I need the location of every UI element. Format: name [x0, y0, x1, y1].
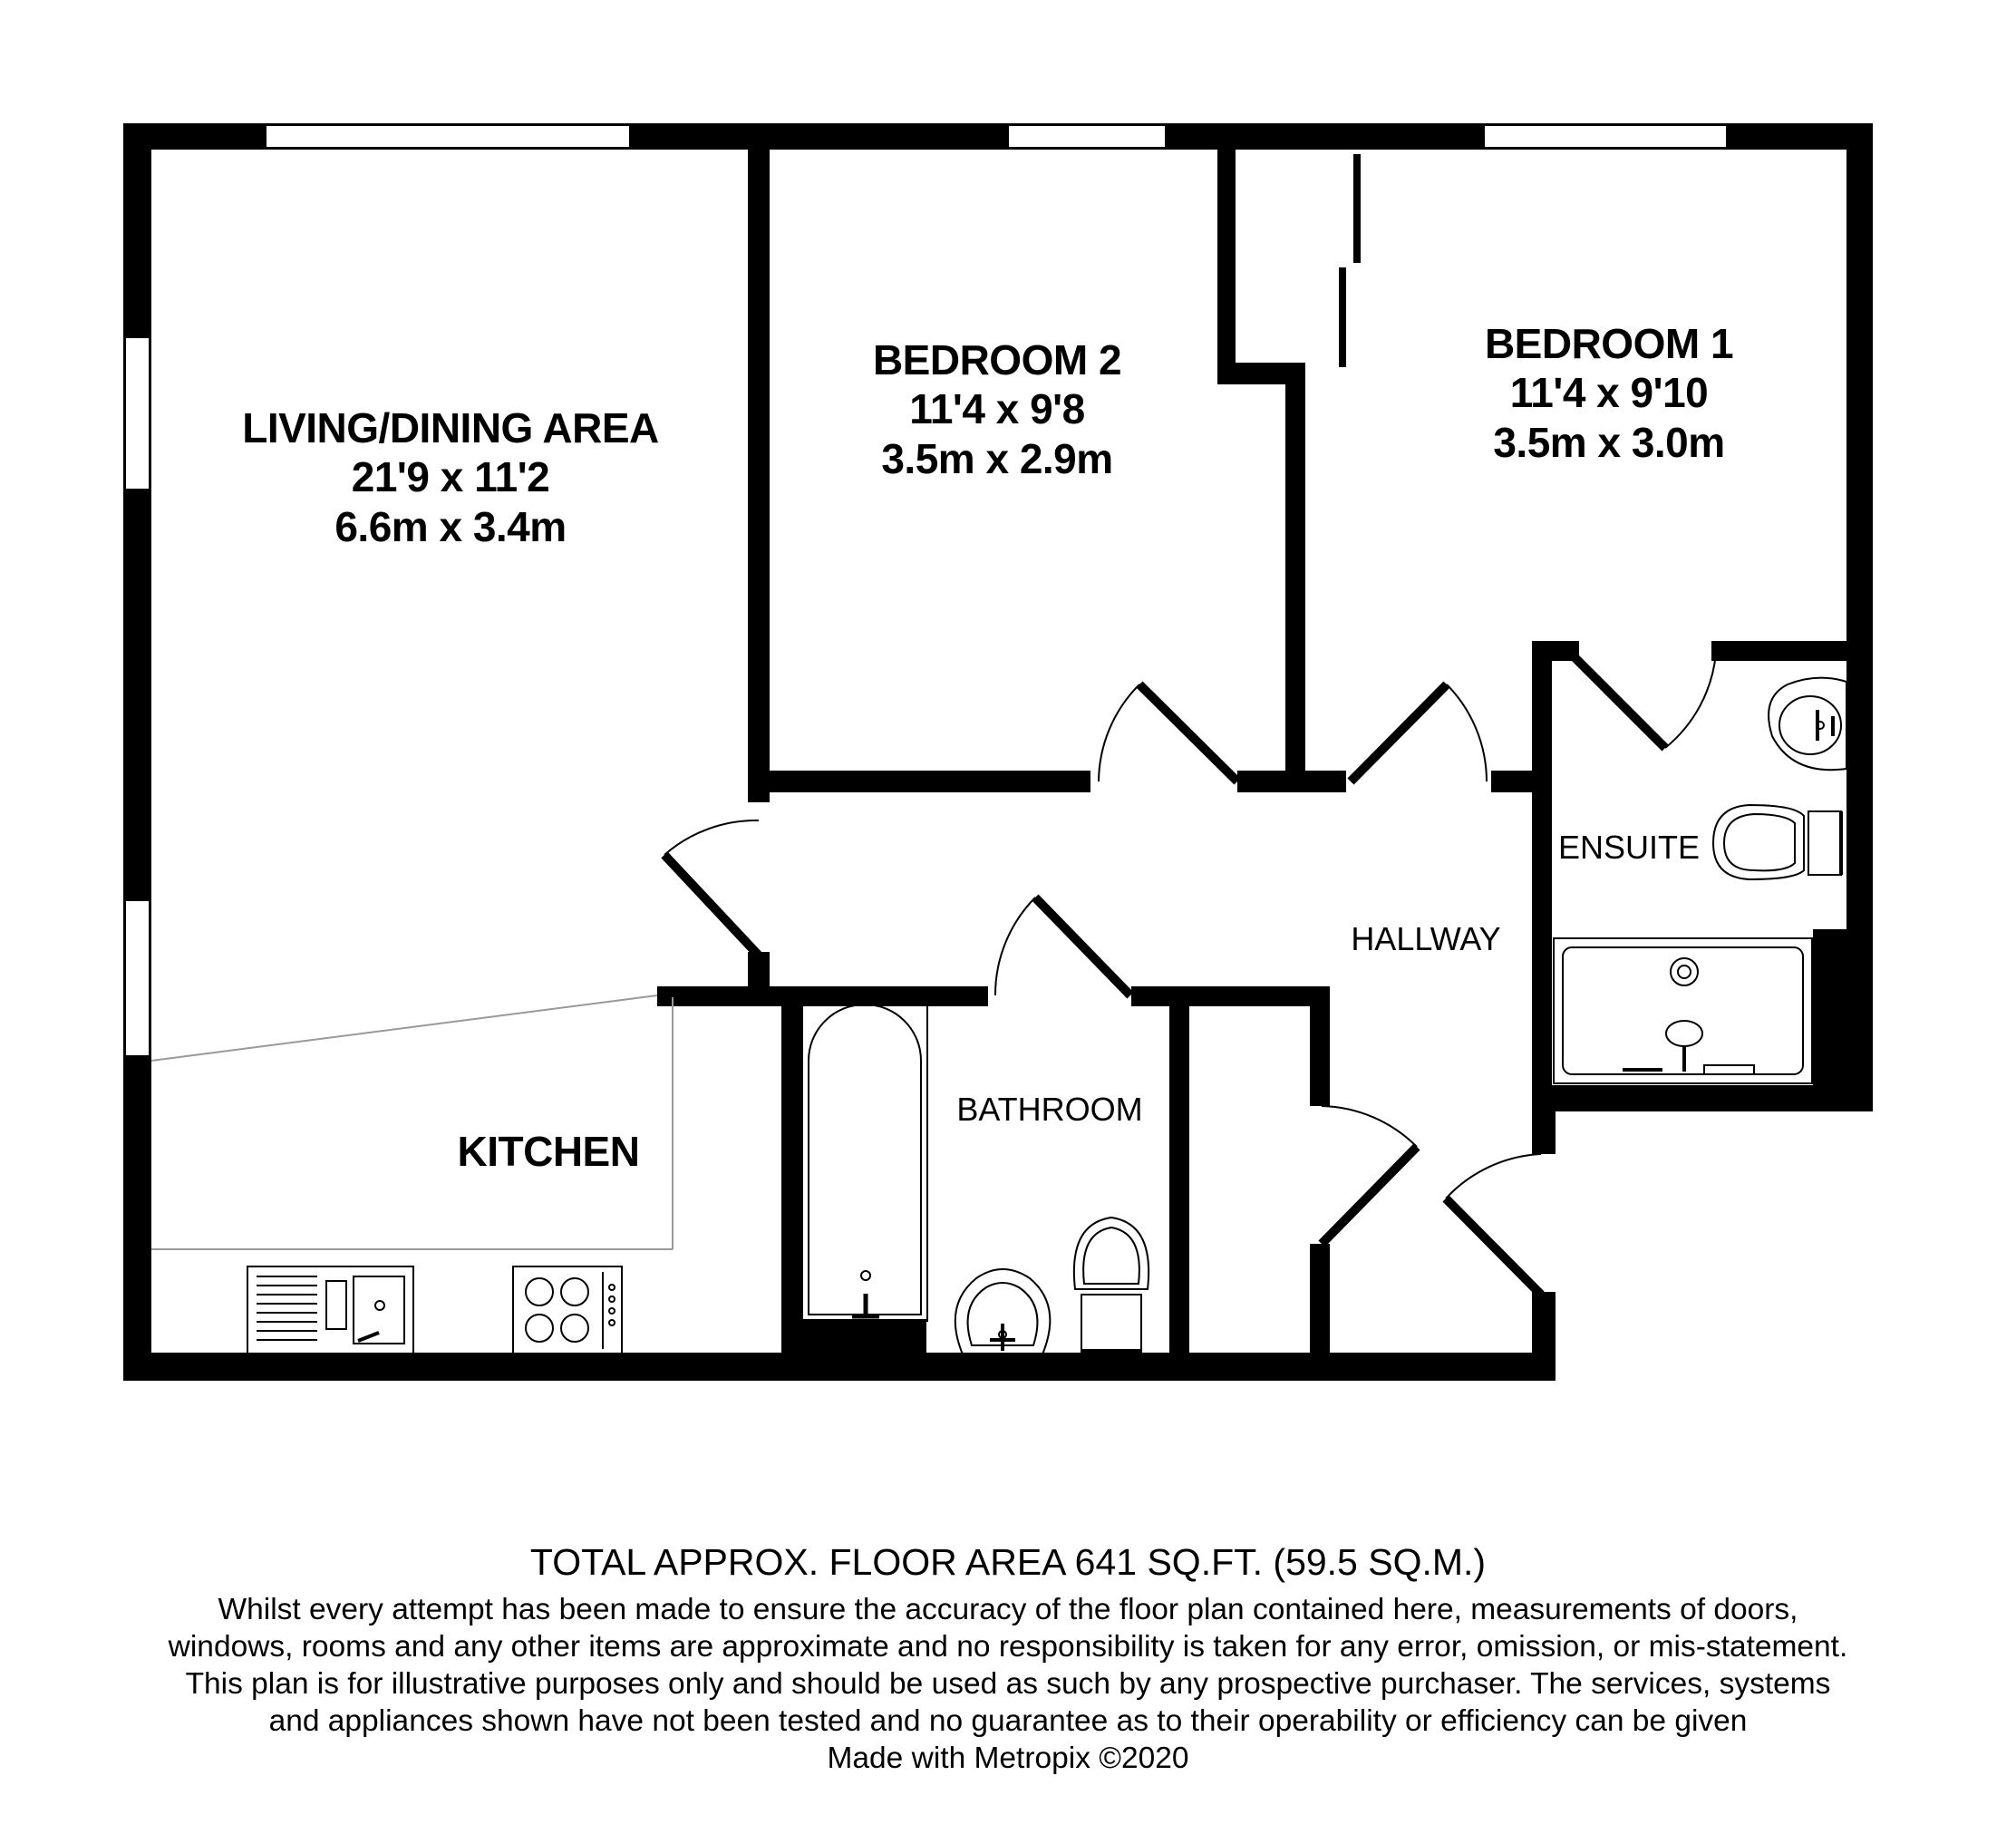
wall-kitchen-top: [657, 986, 988, 1006]
wall-ensuite-left-low: [1532, 1085, 1556, 1154]
disclaimer-text: Whilst every attempt has been made to en…: [168, 1593, 1848, 1738]
door-ensuite-leaf: [1566, 649, 1669, 752]
wall-bath-top-right: [1131, 986, 1322, 1006]
door-living-leaf: [661, 851, 763, 960]
room-label-bedroom2: BEDROOM 2 11'4 x 9'8 3.5m x 2.9m: [816, 335, 1178, 483]
bedroom2-metric: 3.5m x 2.9m: [881, 434, 1113, 482]
basin-icon: [954, 1268, 1052, 1355]
wall-wardrobe-door1: [1353, 154, 1361, 263]
ensuite-toilet-icon: [1711, 803, 1843, 881]
window-bed2-top: [1007, 124, 1167, 149]
window-bed1-top: [1483, 124, 1728, 149]
door-cupboard-leaf: [1318, 1143, 1420, 1247]
bath-icon: [801, 1003, 928, 1322]
room-label-kitchen: KITCHEN: [426, 1127, 671, 1176]
wall-cupboard-right: [1310, 986, 1330, 1106]
door-living-arc: [664, 819, 760, 856]
wall-bed1-bottom-right: [1491, 771, 1532, 792]
footer: TOTAL APPROX. FLOOR AREA 641 SQ.FT. (59.…: [0, 1541, 2016, 1777]
fixtures: [247, 676, 1847, 1355]
living-imperial: 21'9 x 11'2: [351, 453, 550, 501]
window-living-left-lower: [124, 899, 150, 1057]
wall-wardrobe-left: [1217, 150, 1236, 381]
wall-living-bed2-low: [748, 952, 770, 990]
doors: [661, 649, 1717, 1298]
toilet-icon: [1072, 1216, 1150, 1355]
room-label-hallway: HALLWAY: [1322, 920, 1530, 958]
hallway-name: HALLWAY: [1351, 920, 1501, 957]
wall-wardrobe-bottom: [1217, 363, 1305, 384]
wall-left: [123, 123, 151, 1381]
wall-ensuite-top-right: [1711, 641, 1873, 661]
room-label-bedroom1: BEDROOM 1 11'4 x 9'10 3.5m x 3.0m: [1428, 319, 1790, 467]
door-bed2-leaf: [1136, 681, 1241, 785]
door-cupboard-arc: [1321, 1105, 1418, 1148]
door-entrance-leaf: [1442, 1195, 1545, 1298]
bedroom2-name: BEDROOM 2: [872, 336, 1122, 383]
kitchen-name: KITCHEN: [457, 1128, 640, 1175]
floor-plan: [123, 123, 1873, 1381]
wall-bath-cupboard: [1169, 986, 1189, 1358]
ensuite-basin-icon: [1768, 676, 1847, 771]
wall-entrance-right: [1532, 1292, 1556, 1381]
wall-cupboard-right-low: [1310, 1244, 1330, 1358]
hob-icon: [512, 1266, 623, 1354]
living-name: LIVING/DINING AREA: [242, 404, 659, 451]
door-bathroom-leaf: [1032, 894, 1134, 999]
room-label-living: LIVING/DINING AREA 21'9 x 11'2 6.6m x 3.…: [210, 403, 691, 551]
door-entrance-arc: [1445, 1153, 1542, 1199]
kitchen-open-plan-lines: [150, 995, 674, 1250]
walls: [123, 123, 1873, 1381]
door-bed1-leaf: [1347, 681, 1450, 785]
living-metric: 6.6m x 3.4m: [334, 502, 567, 550]
total-floor-area: TOTAL APPROX. FLOOR AREA 641 SQ.FT. (59.…: [529, 1541, 1487, 1583]
wall-wardrobe-door2: [1339, 267, 1346, 367]
credit-text: Made with Metropix ©2020: [827, 1742, 1189, 1775]
ensuite-name: ENSUITE: [1557, 829, 1701, 866]
windows: [124, 124, 1728, 1057]
bedroom1-imperial: 11'4 x 9'10: [1509, 369, 1709, 417]
wall-kitchen-bath: [781, 986, 801, 1358]
door-bed1-arc: [1446, 684, 1488, 782]
door-bed2-arc: [1098, 684, 1140, 782]
window-living-top: [265, 124, 631, 149]
kitchen-sink-icon: [247, 1266, 414, 1354]
bedroom2-imperial: 11'4 x 9'8: [909, 385, 1085, 433]
window-living-left-upper: [124, 336, 150, 490]
bath-end-block: [781, 1319, 926, 1358]
wall-ensuite-left: [1532, 641, 1552, 1087]
room-label-bathroom: BATHROOM: [932, 1091, 1168, 1129]
wall-bed2-bottom: [748, 771, 1090, 792]
bathroom-name: BATHROOM: [956, 1091, 1143, 1128]
door-ensuite-arc: [1664, 652, 1717, 749]
room-label-ensuite: ENSUITE: [1552, 829, 1706, 867]
wall-living-bed2: [748, 150, 770, 802]
shower-tray-icon: [1553, 937, 1813, 1084]
bedroom1-name: BEDROOM 1: [1484, 320, 1734, 367]
bedroom1-metric: 3.5m x 3.0m: [1493, 418, 1725, 466]
wall-ensuite-right-thick: [1813, 929, 1873, 1111]
wall-bed2-bed1: [1285, 381, 1305, 792]
door-bathroom-arc: [993, 897, 1036, 996]
